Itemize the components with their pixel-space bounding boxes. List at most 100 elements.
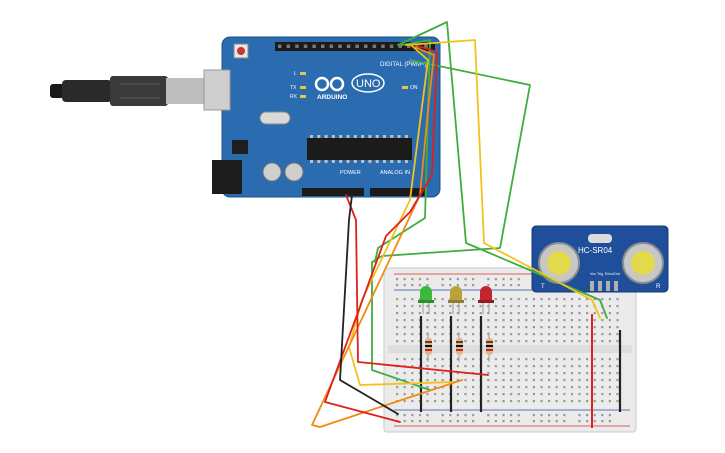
- breadboard-hole[interactable]: [570, 393, 573, 396]
- breadboard-hole[interactable]: [426, 414, 429, 417]
- breadboard-hole[interactable]: [472, 379, 475, 382]
- breadboard-hole[interactable]: [449, 278, 452, 281]
- breadboard-hole[interactable]: [540, 400, 543, 403]
- breadboard-hole[interactable]: [563, 386, 566, 389]
- breadboard-hole[interactable]: [540, 365, 543, 368]
- breadboard-hole[interactable]: [434, 319, 437, 322]
- breadboard-hole[interactable]: [449, 312, 452, 315]
- breadboard-hole[interactable]: [525, 358, 528, 361]
- breadboard-hole[interactable]: [578, 372, 581, 375]
- breadboard-hole[interactable]: [494, 414, 497, 417]
- breadboard-hole[interactable]: [510, 319, 513, 322]
- breadboard-hole[interactable]: [578, 358, 581, 361]
- breadboard-hole[interactable]: [570, 358, 573, 361]
- breadboard-hole[interactable]: [601, 420, 604, 423]
- breadboard-hole[interactable]: [502, 305, 505, 308]
- breadboard-hole[interactable]: [411, 278, 414, 281]
- breadboard-hole[interactable]: [586, 365, 589, 368]
- breadboard-hole[interactable]: [487, 312, 490, 315]
- breadboard-hole[interactable]: [502, 386, 505, 389]
- breadboard-hole[interactable]: [472, 333, 475, 336]
- breadboard-hole[interactable]: [510, 305, 513, 308]
- breadboard-hole[interactable]: [434, 372, 437, 375]
- breadboard-hole[interactable]: [411, 379, 414, 382]
- usb-cable[interactable]: [50, 72, 226, 108]
- breadboard-hole[interactable]: [487, 333, 490, 336]
- breadboard-hole[interactable]: [456, 400, 459, 403]
- breadboard-hole[interactable]: [456, 420, 459, 423]
- breadboard-hole[interactable]: [403, 420, 406, 423]
- breadboard-hole[interactable]: [532, 358, 535, 361]
- breadboard-hole[interactable]: [494, 420, 497, 423]
- breadboard-hole[interactable]: [525, 305, 528, 308]
- breadboard-hole[interactable]: [601, 386, 604, 389]
- breadboard-hole[interactable]: [464, 420, 467, 423]
- breadboard-hole[interactable]: [548, 386, 551, 389]
- breadboard-hole[interactable]: [426, 365, 429, 368]
- resistor-1[interactable]: [425, 332, 432, 362]
- breadboard-hole[interactable]: [441, 333, 444, 336]
- breadboard-hole[interactable]: [472, 326, 475, 329]
- digital-pin[interactable]: [355, 44, 359, 49]
- breadboard-hole[interactable]: [434, 305, 437, 308]
- breadboard-hole[interactable]: [578, 414, 581, 417]
- breadboard-hole[interactable]: [418, 305, 421, 308]
- breadboard-hole[interactable]: [403, 400, 406, 403]
- breadboard-hole[interactable]: [593, 372, 596, 375]
- breadboard-hole[interactable]: [586, 414, 589, 417]
- breadboard-hole[interactable]: [578, 326, 581, 329]
- breadboard-hole[interactable]: [403, 372, 406, 375]
- breadboard-hole[interactable]: [540, 326, 543, 329]
- breadboard-hole[interactable]: [472, 305, 475, 308]
- breadboard-hole[interactable]: [525, 319, 528, 322]
- breadboard-hole[interactable]: [532, 400, 535, 403]
- breadboard-hole[interactable]: [411, 420, 414, 423]
- sensor-pin-gnd[interactable]: [614, 281, 618, 291]
- breadboard-hole[interactable]: [616, 372, 619, 375]
- breadboard-hole[interactable]: [472, 386, 475, 389]
- breadboard-hole[interactable]: [494, 298, 497, 301]
- breadboard-hole[interactable]: [472, 420, 475, 423]
- breadboard-hole[interactable]: [586, 393, 589, 396]
- breadboard-hole[interactable]: [548, 393, 551, 396]
- breadboard-hole[interactable]: [441, 372, 444, 375]
- breadboard-hole[interactable]: [540, 393, 543, 396]
- breadboard-hole[interactable]: [532, 312, 535, 315]
- breadboard-hole[interactable]: [555, 333, 558, 336]
- breadboard-hole[interactable]: [411, 365, 414, 368]
- breadboard-hole[interactable]: [532, 298, 535, 301]
- breadboard-hole[interactable]: [464, 298, 467, 301]
- breadboard-hole[interactable]: [434, 312, 437, 315]
- breadboard-hole[interactable]: [510, 414, 513, 417]
- breadboard-hole[interactable]: [532, 393, 535, 396]
- breadboard-hole[interactable]: [441, 284, 444, 287]
- breadboard-hole[interactable]: [449, 284, 452, 287]
- digital-pin[interactable]: [278, 44, 282, 49]
- breadboard-hole[interactable]: [608, 372, 611, 375]
- breadboard-hole[interactable]: [502, 319, 505, 322]
- breadboard-hole[interactable]: [555, 312, 558, 315]
- breadboard-hole[interactable]: [608, 365, 611, 368]
- breadboard-hole[interactable]: [540, 386, 543, 389]
- breadboard-hole[interactable]: [578, 312, 581, 315]
- breadboard-hole[interactable]: [411, 372, 414, 375]
- breadboard-hole[interactable]: [472, 278, 475, 281]
- breadboard-hole[interactable]: [441, 393, 444, 396]
- breadboard-hole[interactable]: [456, 379, 459, 382]
- digital-pin[interactable]: [407, 44, 411, 49]
- breadboard-hole[interactable]: [532, 319, 535, 322]
- breadboard-hole[interactable]: [532, 333, 535, 336]
- breadboard-hole[interactable]: [608, 333, 611, 336]
- breadboard-hole[interactable]: [525, 393, 528, 396]
- breadboard-hole[interactable]: [403, 319, 406, 322]
- breadboard-hole[interactable]: [494, 333, 497, 336]
- breadboard-hole[interactable]: [586, 333, 589, 336]
- breadboard-hole[interactable]: [472, 298, 475, 301]
- breadboard-hole[interactable]: [494, 326, 497, 329]
- breadboard-hole[interactable]: [555, 340, 558, 343]
- breadboard-hole[interactable]: [464, 278, 467, 281]
- breadboard-hole[interactable]: [472, 400, 475, 403]
- breadboard-hole[interactable]: [502, 278, 505, 281]
- breadboard-hole[interactable]: [616, 393, 619, 396]
- breadboard-hole[interactable]: [441, 379, 444, 382]
